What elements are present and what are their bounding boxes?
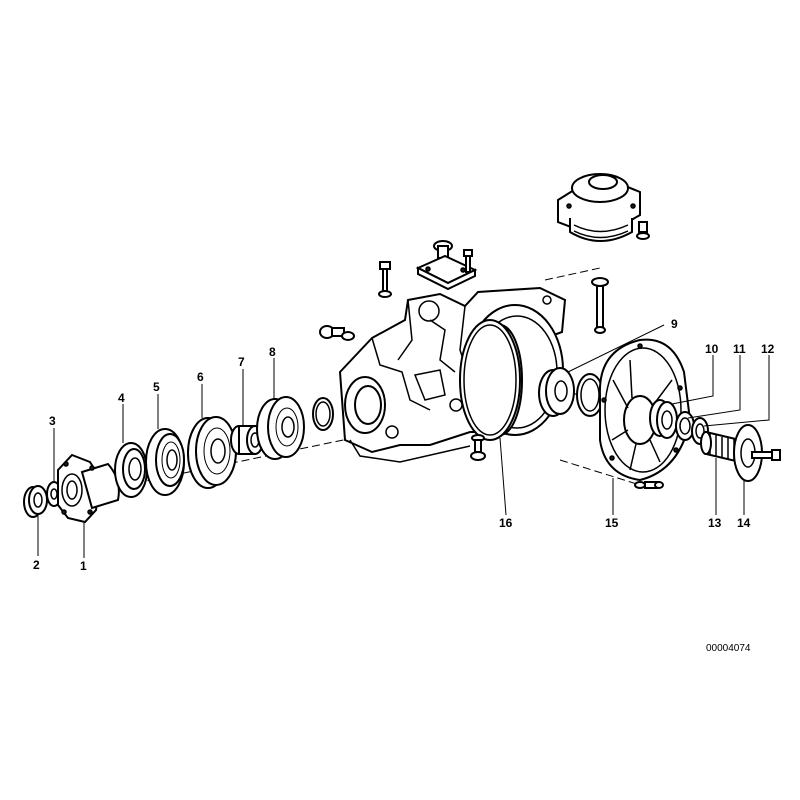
part-16-housing-gasket: [459, 319, 521, 441]
callout-9: 9: [671, 317, 678, 331]
callout-12: 12: [761, 342, 775, 356]
part-13-splined-shaft: [700, 430, 741, 464]
diagram-reference-number: 00004074: [706, 643, 751, 654]
top-bolt-right: [463, 249, 473, 273]
side-screw: [319, 325, 355, 341]
callout-16: 16: [499, 516, 513, 530]
part-15-housing-cover: [598, 338, 692, 482]
mount-through-bolt: [591, 277, 609, 334]
part-2-cap-nut: [23, 485, 48, 518]
callout-3: 3: [49, 414, 56, 428]
o-ring: [312, 397, 334, 431]
cover-bolt-dashed-line: [559, 459, 641, 486]
differential-housing: [338, 286, 567, 463]
part-5-bearing-race: [145, 428, 185, 496]
part-6-roller-bearing: [187, 416, 237, 489]
callout-11: 11: [733, 342, 746, 356]
callout-8: 8: [269, 345, 276, 359]
vent-plug: [415, 240, 478, 291]
part-10-output-bearing: [649, 399, 678, 439]
mount-bolt-small: [636, 221, 650, 240]
callout-14: 14: [737, 516, 751, 530]
callout-2: 2: [33, 558, 40, 572]
part-4-shaft-seal: [114, 442, 148, 498]
rubber-mount: [557, 173, 641, 242]
callout-4: 4: [118, 391, 125, 405]
part-11-output-seal: [675, 411, 695, 441]
callout-1: 1: [80, 559, 87, 573]
mount-dashed-line: [544, 267, 601, 281]
cover-bolt: [634, 481, 664, 489]
top-bolt-left: [378, 261, 392, 298]
callout-7: 7: [238, 355, 245, 369]
part-14-drive-flange: [733, 424, 781, 482]
callout-leaders: [37, 324, 770, 558]
lower-bolt: [470, 434, 486, 461]
part-9-inner-bearing: [538, 367, 575, 417]
callout-numbers: 1 2 3 4 5 6 7 8 9 10 11 12 13 14 15 16: [33, 317, 775, 573]
callout-6: 6: [197, 370, 204, 384]
part-8-bearing: [256, 396, 305, 460]
callout-15: 15: [605, 516, 619, 530]
callout-10: 10: [705, 342, 719, 356]
part-1-flange: [57, 453, 120, 524]
callout-13: 13: [708, 516, 722, 530]
callout-5: 5: [153, 380, 160, 394]
